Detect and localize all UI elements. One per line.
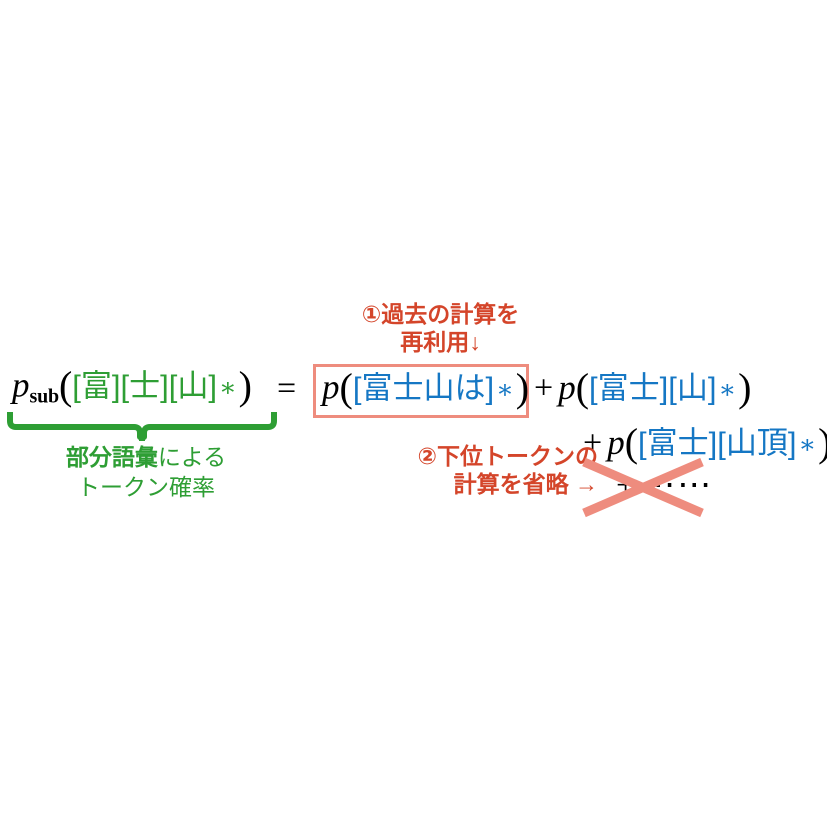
lhs-subscript-sub: sub bbox=[29, 385, 60, 408]
term2-open-paren: ( bbox=[575, 365, 590, 410]
boxed-close-paren: ) bbox=[515, 365, 530, 410]
brace-caption-line-2: トークン確率 bbox=[77, 474, 215, 501]
term3-star: ∗ bbox=[798, 430, 817, 460]
boxed-open-paren: ( bbox=[339, 365, 353, 410]
brace-caption: 部分語彙による トークン確率 bbox=[10, 442, 282, 503]
term3-close-paren: ) bbox=[818, 420, 827, 465]
term4-ellipsis: ⋯⋯ bbox=[641, 467, 714, 504]
boxed-star: ∗ bbox=[496, 375, 514, 405]
term4-plus: + bbox=[616, 467, 636, 504]
green-underbrace-icon bbox=[7, 412, 277, 441]
term3-expression: +p([富士][山頂]∗) bbox=[583, 423, 827, 463]
term3-plus: + bbox=[583, 424, 603, 462]
annotation-skip-line-2: 計算を省略 → bbox=[453, 471, 598, 498]
boxed-token-1: [富士山は] bbox=[352, 370, 495, 406]
brace-caption-line-1-rest: による bbox=[157, 444, 227, 470]
lhs-close-paren: ) bbox=[238, 363, 252, 408]
lhs-token-1: [富] bbox=[72, 368, 121, 404]
term2-plus: + bbox=[534, 369, 554, 407]
term3-token-1: [富士] bbox=[638, 425, 718, 461]
term3-open-paren: ( bbox=[624, 420, 639, 465]
equals-sign: = bbox=[277, 370, 297, 407]
brace-caption-emphasis: 部分語彙 bbox=[65, 444, 158, 470]
boxed-symbol-p: p bbox=[322, 367, 340, 407]
term4-expression-omitted: +⋯⋯ bbox=[616, 467, 713, 503]
lhs-token-3: [山] bbox=[168, 368, 217, 404]
highlight-box-reused-term bbox=[313, 364, 529, 418]
lhs-symbol-p: p bbox=[12, 365, 30, 405]
term2-symbol-p: p bbox=[558, 367, 576, 407]
term2-token-1: [富士] bbox=[589, 370, 669, 406]
annotation-reuse-line-1: ①過去の計算を bbox=[361, 301, 520, 327]
term3-symbol-p: p bbox=[607, 422, 625, 462]
lhs-token-2: [士] bbox=[120, 368, 169, 404]
annotation-skip-line-1: ②下位トークンの bbox=[417, 443, 598, 469]
lhs-star: ∗ bbox=[218, 373, 237, 403]
term2-expression: +p([富士][山]∗) bbox=[534, 368, 751, 408]
term3-token-2: [山頂] bbox=[717, 425, 797, 461]
term2-star: ∗ bbox=[718, 375, 737, 405]
annotation-reuse-past-computation: ①過去の計算を 再利用↓ bbox=[333, 300, 548, 356]
boxed-term-expression: p([富士山は]∗) bbox=[322, 368, 529, 408]
lhs-expression: psub([富][士][山]∗) bbox=[12, 366, 252, 407]
annotation-reuse-line-2: 再利用↓ bbox=[400, 329, 481, 356]
brace-caption-line-1: 部分語彙による bbox=[10, 442, 282, 472]
lhs-open-paren: ( bbox=[58, 363, 73, 408]
term2-token-2: [山] bbox=[668, 370, 717, 406]
annotation-skip-lower-tokens: ②下位トークンの 計算を省略 → bbox=[360, 442, 598, 498]
term2-close-paren: ) bbox=[738, 365, 752, 410]
